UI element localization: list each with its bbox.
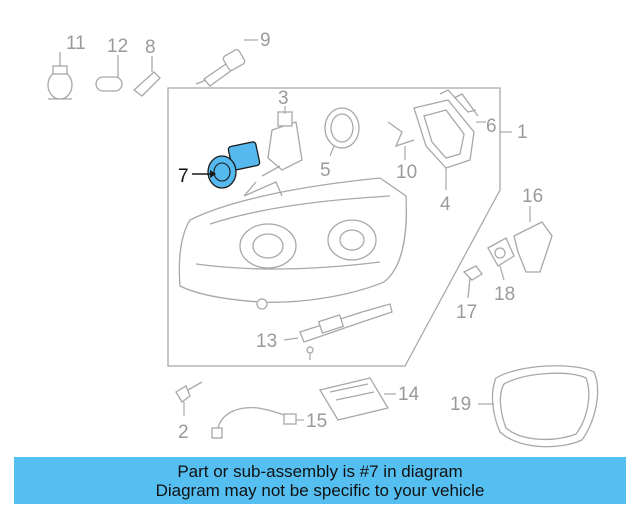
callout-10: 10 [396,162,417,183]
part-16-bracket[interactable] [513,206,553,273]
callout-2: 2 [178,422,189,443]
callout-8: 8 [145,37,156,58]
parts-diagram: 11 12 8 9 3 5 10 [47,30,599,448]
callout-11: 11 [66,33,86,54]
part-9-bulb[interactable] [195,39,258,87]
part-6-clips[interactable] [439,89,486,123]
callout-19: 19 [450,394,471,415]
part-15-harness[interactable] [211,406,304,439]
part-12-bulb[interactable] [95,55,123,92]
callout-5: 5 [320,160,331,181]
part-18-adjuster[interactable] [487,237,515,281]
part-5-cap[interactable] [324,107,360,157]
part-7-socket[interactable] [192,141,261,189]
callout-4: 4 [440,194,451,215]
callout-18: 18 [494,284,515,305]
assembly-frame [167,87,512,367]
part-14-module[interactable] [318,377,396,421]
callout-17: 17 [456,302,477,323]
part-3-igniter[interactable] [261,106,303,177]
part-10-clip[interactable] [387,121,415,160]
headlamp-housing [178,177,408,310]
callout-12: 12 [107,36,128,57]
part-4-housing[interactable] [413,99,475,190]
part-17-screw[interactable] [462,265,483,299]
callout-16: 16 [522,186,543,207]
banner-line-1: Part or sub-assembly is #7 in diagram [177,461,463,481]
callout-9: 9 [260,30,271,51]
banner-line-2: Diagram may not be specific to your vehi… [155,480,485,500]
part-8-bulb[interactable] [132,56,161,97]
callout-13: 13 [256,331,277,352]
part-2-bolt[interactable] [175,381,203,416]
callout-3: 3 [278,88,289,109]
part-19-seal[interactable] [478,365,599,448]
callout-15: 15 [306,411,327,432]
callout-7: 7 [178,166,189,187]
callout-6: 6 [486,116,497,137]
callout-1: 1 [517,122,528,143]
info-banner: Part or sub-assembly is #7 in diagram Di… [14,457,626,504]
part-11-bulb[interactable] [47,52,73,100]
part-13-arm[interactable] [283,303,393,360]
callout-14: 14 [398,384,420,405]
